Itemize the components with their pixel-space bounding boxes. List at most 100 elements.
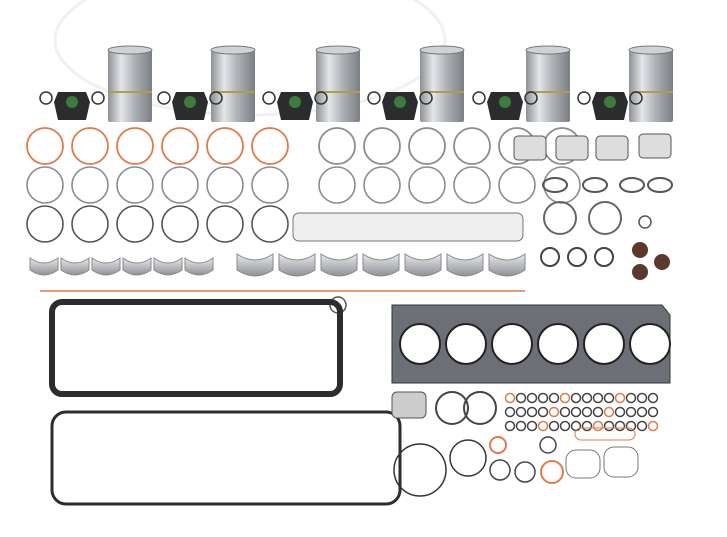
main-bearing-shell bbox=[404, 253, 442, 277]
piston-pin bbox=[66, 96, 78, 108]
snap-ring bbox=[577, 91, 591, 105]
small-o-ring bbox=[636, 420, 648, 432]
small-o-ring bbox=[581, 420, 593, 432]
snap-ring bbox=[472, 91, 486, 105]
small-o-ring bbox=[537, 406, 549, 418]
small-o-ring bbox=[559, 392, 571, 404]
piston-pin bbox=[499, 96, 511, 108]
small-o-ring bbox=[548, 420, 560, 432]
piston-ring bbox=[116, 127, 154, 165]
seal-ring bbox=[435, 391, 469, 425]
bearing-shell bbox=[29, 257, 59, 276]
small-o-ring bbox=[647, 406, 659, 418]
head-gasket-bore bbox=[629, 323, 671, 365]
piston-ring bbox=[543, 166, 581, 204]
oil-seal bbox=[632, 242, 648, 258]
oil-seal bbox=[632, 264, 648, 280]
piston-pin bbox=[289, 96, 301, 108]
o-ring bbox=[540, 247, 560, 267]
snap-ring bbox=[39, 91, 53, 105]
piston-ring bbox=[161, 205, 199, 243]
small-o-ring bbox=[548, 406, 560, 418]
small-o-ring bbox=[614, 406, 626, 418]
piston-ring bbox=[251, 205, 289, 243]
piston-pin bbox=[184, 96, 196, 108]
small-o-ring bbox=[581, 392, 593, 404]
small-o-ring bbox=[537, 420, 549, 432]
piston-ring bbox=[26, 127, 64, 165]
cylinder-sleeve bbox=[629, 50, 673, 122]
cylinder-sleeve bbox=[420, 50, 464, 122]
cylinder-sleeve bbox=[316, 50, 360, 122]
bearing-shell bbox=[91, 257, 121, 276]
main-bearing-shell bbox=[320, 253, 358, 277]
piston-ring bbox=[498, 166, 536, 204]
small-o-ring bbox=[647, 392, 659, 404]
o-ring bbox=[539, 436, 557, 454]
main-bearing-shell bbox=[278, 253, 316, 277]
small-gasket bbox=[595, 135, 629, 161]
small-o-ring bbox=[636, 406, 648, 418]
small-o-ring bbox=[614, 392, 626, 404]
piston-ring bbox=[363, 166, 401, 204]
oil-seal bbox=[654, 254, 670, 270]
small-o-ring bbox=[603, 406, 615, 418]
head-gasket-bore bbox=[491, 323, 533, 365]
head-gasket-bore bbox=[537, 323, 579, 365]
flange-gasket bbox=[542, 177, 568, 193]
snap-ring bbox=[367, 91, 381, 105]
small-o-ring bbox=[537, 392, 549, 404]
piston-ring bbox=[116, 166, 154, 204]
bearing-shell bbox=[153, 257, 183, 276]
cylinder-sleeve bbox=[108, 50, 152, 122]
oil-pan-gasket bbox=[49, 299, 343, 397]
large-o-ring bbox=[393, 443, 447, 497]
piston-ring bbox=[206, 205, 244, 243]
valve-cover-gasket bbox=[50, 410, 402, 506]
snap-ring bbox=[314, 91, 328, 105]
snap-ring bbox=[524, 91, 538, 105]
small-o-ring bbox=[603, 420, 615, 432]
small-o-ring bbox=[526, 392, 538, 404]
small-o-ring bbox=[570, 392, 582, 404]
main-bearing-shell bbox=[488, 253, 526, 277]
flange-gasket bbox=[582, 177, 608, 193]
small-gasket bbox=[638, 133, 672, 159]
exhaust-gasket bbox=[391, 391, 427, 419]
piston-ring bbox=[71, 166, 109, 204]
o-ring bbox=[594, 247, 614, 267]
piston-pin bbox=[394, 96, 406, 108]
small-o-ring bbox=[592, 392, 604, 404]
main-bearing-shell bbox=[236, 253, 274, 277]
sleeve-top bbox=[419, 45, 465, 55]
orange-gasket bbox=[574, 427, 636, 441]
piston-ring bbox=[71, 205, 109, 243]
piston-ring bbox=[206, 127, 244, 165]
flange-gasket bbox=[647, 177, 673, 193]
snap-ring bbox=[209, 91, 223, 105]
sleeve-top bbox=[315, 45, 361, 55]
snap-ring bbox=[629, 91, 643, 105]
small-gasket bbox=[513, 135, 547, 161]
small-o-ring bbox=[592, 406, 604, 418]
piston-ring bbox=[453, 166, 491, 204]
piston-ring bbox=[251, 127, 289, 165]
small-o-ring bbox=[625, 406, 637, 418]
cylinder-sleeve bbox=[211, 50, 255, 122]
small-o-ring bbox=[636, 392, 648, 404]
small-o-ring bbox=[570, 406, 582, 418]
sleeve-top bbox=[107, 45, 153, 55]
piston-ring bbox=[26, 205, 64, 243]
head-gasket-bore bbox=[399, 323, 441, 365]
small-o-ring bbox=[526, 420, 538, 432]
seal-ring bbox=[543, 201, 577, 235]
small-o-ring bbox=[548, 392, 560, 404]
piston-ring bbox=[318, 166, 356, 204]
o-ring bbox=[514, 461, 536, 483]
small-o-ring bbox=[570, 420, 582, 432]
small-o-ring bbox=[504, 406, 516, 418]
cylinder-sleeve bbox=[526, 50, 570, 122]
bearing-shell bbox=[122, 257, 152, 276]
